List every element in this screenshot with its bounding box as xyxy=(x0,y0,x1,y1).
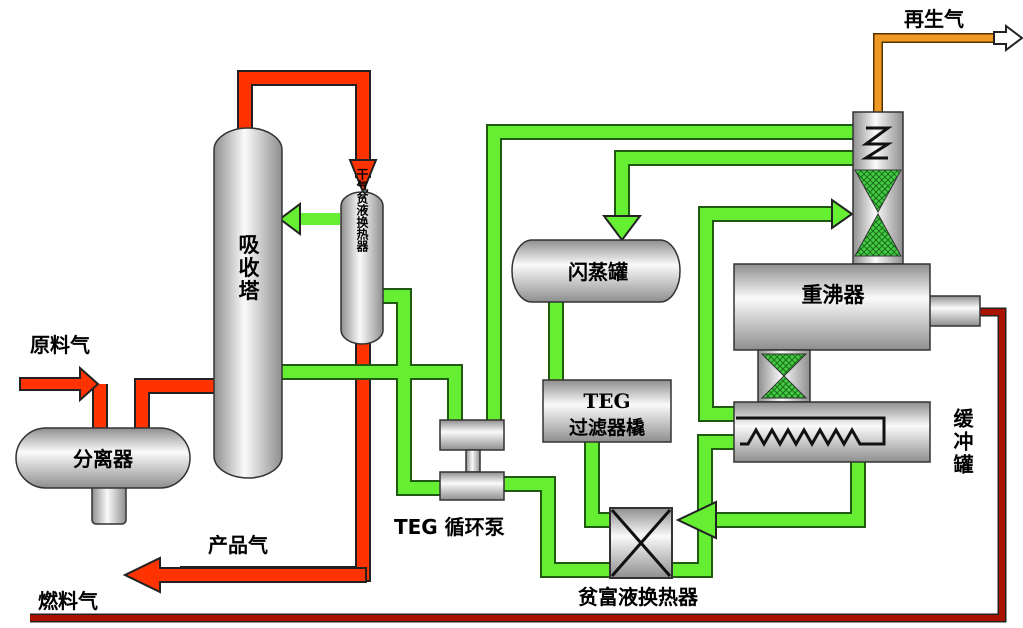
flash-tank: 闪蒸罐 xyxy=(511,239,681,303)
fuel-gas-label: 燃料气 xyxy=(38,589,98,613)
reboiler-buffer-connector xyxy=(757,349,811,403)
separator-to-absorber-line xyxy=(134,378,216,430)
feed-gas-label: 原料气 xyxy=(30,333,90,357)
buffer-return-arrow xyxy=(675,500,717,540)
regen-gas-line xyxy=(873,33,1000,112)
dry-gas-exchanger-label: 干气贫液换热器 xyxy=(355,168,369,253)
filter-label-line1: TEG xyxy=(583,389,630,413)
teg-pump-label: TEG 循环泵 xyxy=(394,515,505,539)
absorber-label: 吸收塔 xyxy=(236,234,260,303)
overhead-down-arrow xyxy=(348,159,378,195)
product-gas-arrow xyxy=(122,556,367,594)
dry-gas-exchanger: 干气贫液换热器 xyxy=(340,168,384,345)
flash-down-arrow xyxy=(602,215,642,242)
pipes xyxy=(30,33,1007,623)
teg-filter-skid: TEG 过滤器橇 xyxy=(542,379,672,443)
buffer-tank xyxy=(733,401,931,463)
rich-lean-exchanger xyxy=(609,507,673,579)
reboiler: 重沸器 xyxy=(733,263,981,351)
condenser-coil xyxy=(860,126,894,160)
absorber-tower: 吸收塔 xyxy=(213,127,283,479)
text-labels: 原料气 产品气 燃料气 TEG 循环泵 贫富液换热器 缓冲罐 再生气 xyxy=(30,7,974,613)
regen-column xyxy=(852,111,904,265)
rich-lean-exchanger-label: 贫富液换热器 xyxy=(578,585,699,609)
arrowheads xyxy=(19,24,1023,594)
separator-vessel: 分离器 xyxy=(15,427,191,525)
regen-gas-label: 再生气 xyxy=(904,7,964,31)
feed-gas-arrow xyxy=(19,365,100,403)
teg-pump xyxy=(439,419,505,501)
product-gas-label: 产品气 xyxy=(208,533,268,557)
packing-lower xyxy=(854,212,902,257)
buffer-tank-label: 缓冲罐 xyxy=(950,407,974,477)
column-feed-arrow xyxy=(831,198,854,230)
separator-label: 分离器 xyxy=(73,447,134,471)
reboiler-label: 重沸器 xyxy=(802,283,866,307)
filter-label-line2: 过滤器橇 xyxy=(569,416,645,439)
buffer-coil xyxy=(736,416,886,448)
packing-upper xyxy=(854,169,902,214)
lean-glycol-arrow xyxy=(278,202,301,236)
regen-gas-arrow xyxy=(993,24,1023,52)
flash-tank-label: 闪蒸罐 xyxy=(568,260,628,284)
